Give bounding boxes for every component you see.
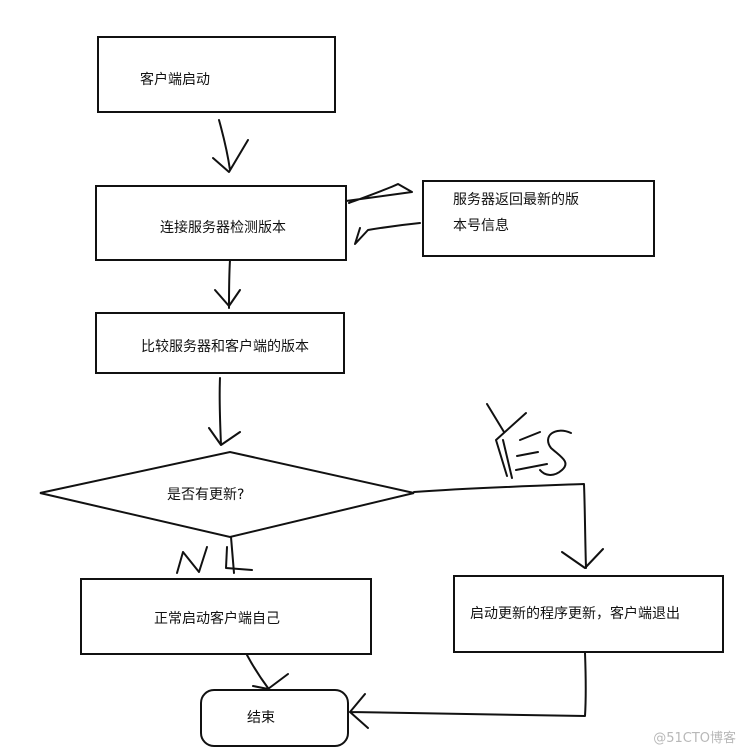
watermark: @51CTO博客 xyxy=(653,731,736,746)
arrow-decision-to-update xyxy=(413,483,604,569)
connect-label: 连接服务器检测版本 xyxy=(160,220,286,236)
server-reply-box xyxy=(422,180,655,257)
decision-label: 是否有更新? xyxy=(167,487,245,503)
server-reply-label-line1: 服务器返回最新的版 xyxy=(453,192,579,208)
arrow-connect-to-compare xyxy=(214,259,241,309)
arrow-start-to-connect xyxy=(212,119,249,173)
normal-start-box xyxy=(80,578,372,655)
update-label: 启动更新的程序更新，客户端退出 xyxy=(470,606,680,622)
end-box xyxy=(200,689,349,747)
decision-diamond xyxy=(39,450,415,539)
start-box xyxy=(97,36,336,113)
compare-box xyxy=(95,312,345,374)
arrow-server-to-connect xyxy=(345,183,413,204)
arrow-update-to-end xyxy=(349,652,587,729)
end-label: 结束 xyxy=(247,710,275,726)
normal-start-label: 正常启动客户端自己 xyxy=(154,611,280,627)
server-reply-label-line2: 本号信息 xyxy=(453,218,509,234)
start-label: 客户端启动 xyxy=(140,72,210,88)
arrow-decision-to-normal xyxy=(230,536,235,574)
arrow-normal-to-end xyxy=(246,654,289,690)
no-handwriting xyxy=(176,546,253,574)
arrow-server-to-connect-lower xyxy=(354,222,421,245)
yes-handwriting xyxy=(486,403,572,479)
update-box xyxy=(453,575,724,653)
arrow-compare-to-decision xyxy=(208,377,241,446)
compare-label: 比较服务器和客户端的版本 xyxy=(141,339,309,355)
connect-box xyxy=(95,185,347,261)
